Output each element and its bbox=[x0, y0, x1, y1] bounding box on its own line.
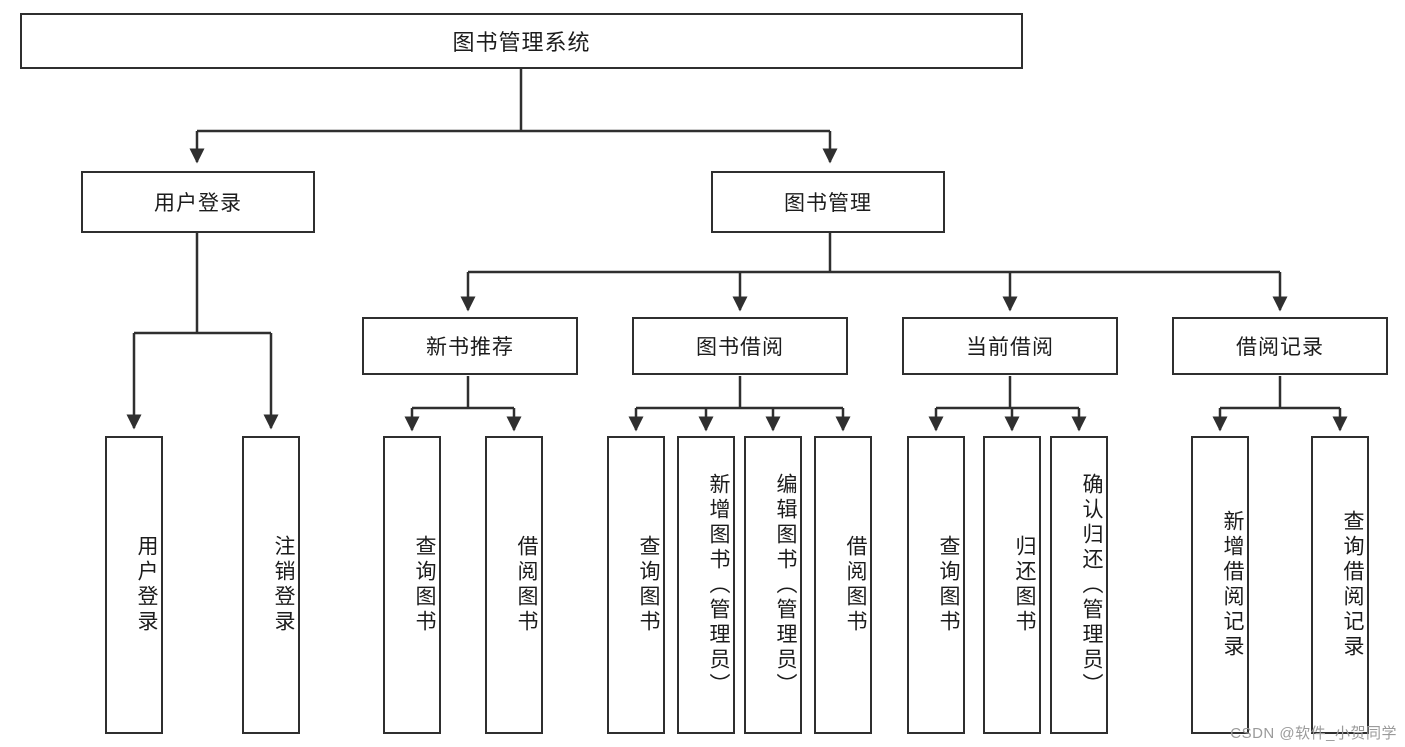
leaf-query-book-current[interactable]: 查询图书 bbox=[907, 436, 965, 734]
leaf-query-borrow-record[interactable]: 查询借阅记录 bbox=[1311, 436, 1369, 734]
leaf-borrow-book[interactable]: 借阅图书 bbox=[814, 436, 872, 734]
node-root-book-management-system[interactable]: 图书管理系统 bbox=[20, 13, 1023, 69]
node-book-management[interactable]: 图书管理 bbox=[711, 171, 945, 233]
leaf-return-book[interactable]: 归还图书 bbox=[983, 436, 1041, 734]
leaf-edit-book-admin[interactable]: 编辑图书（管理员） bbox=[744, 436, 802, 734]
node-new-book-recommend[interactable]: 新书推荐 bbox=[362, 317, 578, 375]
leaf-borrow-book-recommend[interactable]: 借阅图书 bbox=[485, 436, 543, 734]
leaf-user-login[interactable]: 用户登录 bbox=[105, 436, 163, 734]
csdn-watermark: CSDN @软件_小贺同学 bbox=[1230, 725, 1397, 742]
node-user-login[interactable]: 用户登录 bbox=[81, 171, 315, 233]
node-borrow-record[interactable]: 借阅记录 bbox=[1172, 317, 1388, 375]
leaf-query-book-recommend[interactable]: 查询图书 bbox=[383, 436, 441, 734]
node-current-borrow[interactable]: 当前借阅 bbox=[902, 317, 1118, 375]
leaf-add-borrow-record[interactable]: 新增借阅记录 bbox=[1191, 436, 1249, 734]
leaf-confirm-return-admin[interactable]: 确认归还（管理员） bbox=[1050, 436, 1108, 734]
leaf-query-book-borrow[interactable]: 查询图书 bbox=[607, 436, 665, 734]
leaf-logout[interactable]: 注销登录 bbox=[242, 436, 300, 734]
leaf-add-book-admin[interactable]: 新增图书（管理员） bbox=[677, 436, 735, 734]
node-book-borrow[interactable]: 图书借阅 bbox=[632, 317, 848, 375]
